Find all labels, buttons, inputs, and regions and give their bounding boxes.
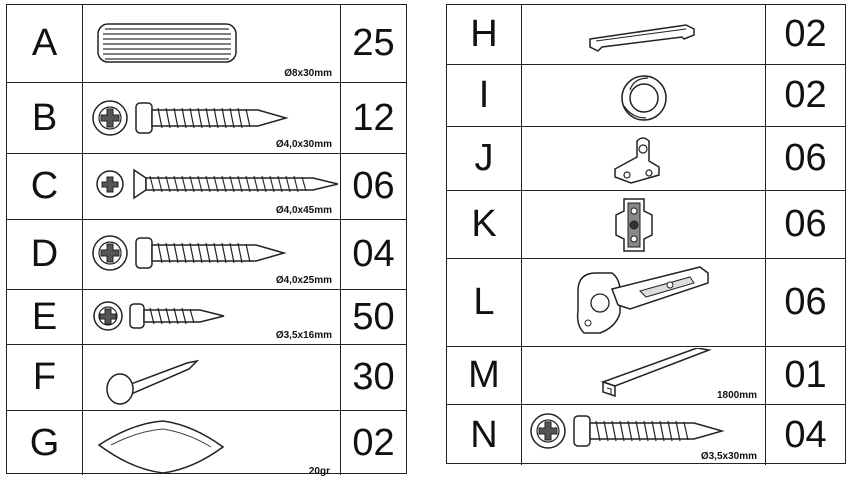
part-row-h: H 02 xyxy=(447,5,845,65)
part-letter: I xyxy=(478,74,490,116)
part-row-b: B Ø4,0x30mm 12 xyxy=(7,83,406,154)
part-picture: Ø3,5x30mm xyxy=(521,405,766,465)
part-spec: 20gr xyxy=(308,466,330,477)
part-letter: H xyxy=(470,13,498,55)
part-row-n: N Ø3,5x30mm 04 xyxy=(447,405,845,465)
part-quantity: 01 xyxy=(784,354,827,396)
part-picture: Ø8x30mm xyxy=(82,5,341,82)
cabinet-hinge-icon xyxy=(576,266,709,334)
part-picture: 1800mm xyxy=(521,347,766,404)
part-picture xyxy=(521,259,766,346)
part-spec: 1800mm xyxy=(716,390,757,401)
part-quantity: 12 xyxy=(352,96,395,139)
pan-head-screw-icon xyxy=(530,413,725,449)
part-picture xyxy=(82,345,341,410)
part-spec: Ø4,0x30mm xyxy=(275,139,332,150)
part-quantity: 50 xyxy=(352,295,395,338)
part-picture xyxy=(521,127,766,190)
part-spec: Ø3,5x30mm xyxy=(700,451,757,462)
part-picture: Ø4,0x25mm xyxy=(82,220,341,289)
part-letter: E xyxy=(31,295,58,338)
part-letter: D xyxy=(30,233,59,275)
part-picture xyxy=(521,5,766,64)
glue-sachet-icon xyxy=(97,420,225,474)
pan-head-screw-icon xyxy=(92,100,289,136)
part-letter: K xyxy=(471,203,497,245)
part-quantity: 06 xyxy=(352,165,395,207)
part-spec: Ø3,5x16mm xyxy=(275,330,332,341)
part-picture: 20gr xyxy=(82,411,341,477)
part-letter: L xyxy=(473,281,495,323)
short-screw-icon xyxy=(93,301,225,331)
part-spec: Ø8x30mm xyxy=(284,68,332,79)
part-letter: C xyxy=(30,165,59,207)
part-letter: B xyxy=(31,96,58,139)
part-picture: Ø3,5x16mm xyxy=(82,290,341,344)
part-letter: F xyxy=(32,356,57,398)
shelf-support-icon xyxy=(614,137,660,184)
profile-rail-icon xyxy=(600,348,712,398)
hinge-plate-icon xyxy=(615,198,653,252)
part-row-m: M 1800mm 01 xyxy=(447,347,845,405)
part-picture xyxy=(521,65,766,126)
part-quantity: 02 xyxy=(784,74,827,116)
part-quantity: 06 xyxy=(784,137,827,179)
rail-support-icon xyxy=(621,75,667,121)
part-letter: M xyxy=(468,354,500,396)
part-picture xyxy=(521,191,766,258)
part-quantity: 25 xyxy=(352,22,395,64)
part-row-d: D Ø4,0x25mm 04 xyxy=(7,220,406,290)
part-spec: Ø4,0x25mm xyxy=(275,275,332,286)
part-quantity: 02 xyxy=(352,421,395,464)
part-quantity: 04 xyxy=(352,233,395,275)
part-row-c: C Ø4,0x45mm 06 xyxy=(7,154,406,220)
left-parts-table: A Ø8x30mm 25 B xyxy=(6,4,407,477)
nail-icon xyxy=(106,359,200,405)
part-row-g: G 20gr 02 xyxy=(7,411,406,477)
part-picture: Ø4,0x30mm xyxy=(82,83,341,153)
part-row-a: A Ø8x30mm 25 xyxy=(7,5,406,83)
part-row-l: L 06 xyxy=(447,259,845,347)
part-letter: G xyxy=(29,421,60,464)
part-quantity: 30 xyxy=(352,356,395,398)
part-quantity: 04 xyxy=(784,413,827,456)
part-row-e: E Ø3,5x16mm 50 xyxy=(7,290,406,345)
part-quantity: 06 xyxy=(784,281,827,323)
part-row-k: K 06 xyxy=(447,191,845,259)
part-letter: J xyxy=(474,137,494,179)
part-row-f: F 30 xyxy=(7,345,406,411)
part-row-i: I 02 xyxy=(447,65,845,127)
part-letter: A xyxy=(31,22,58,64)
part-quantity: 06 xyxy=(784,203,827,245)
part-spec: Ø4,0x45mm xyxy=(275,205,332,216)
part-quantity: 02 xyxy=(784,13,827,55)
countersunk-screw-icon xyxy=(96,168,338,200)
part-picture: Ø4,0x45mm xyxy=(82,154,341,219)
pan-head-screw-icon xyxy=(92,235,287,271)
part-row-j: J 06 xyxy=(447,127,845,191)
part-letter: N xyxy=(470,413,498,456)
wood-dowel-icon xyxy=(97,23,237,63)
right-parts-table: H 02 I 02 J xyxy=(446,4,846,465)
handle-icon xyxy=(589,24,695,52)
